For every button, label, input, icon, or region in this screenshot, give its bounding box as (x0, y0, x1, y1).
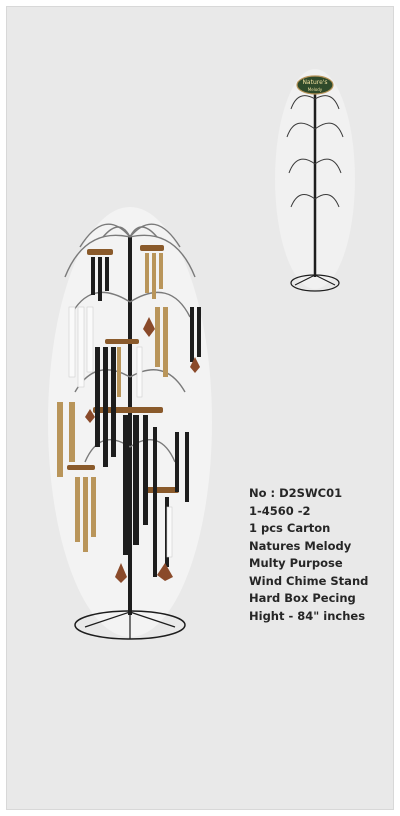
packing-type: Hard Box Pecing (249, 591, 356, 605)
empty-chime-stand-photo: Nature's Melody (275, 69, 355, 292)
loaded-chime-stand-photo (48, 207, 212, 640)
brand-name: Natures Melody (249, 538, 352, 553)
product-specs: No : D2SWC01 1-4560 -2 1 pcs Carton Natu… (249, 485, 399, 625)
product-purpose: Multy Purpose (249, 556, 343, 570)
product-height: Hight - 84" inches (249, 608, 366, 623)
carton-quantity: 1 pcs Carton (249, 521, 331, 535)
product-code: 1-4560 -2 (249, 503, 311, 518)
sign-brand-subtext: Melody (308, 87, 323, 92)
product-number: No : D2SWC01 (249, 486, 343, 500)
sign-brand-text: Nature's (302, 79, 327, 86)
product-name: Wind Chime Stand (249, 573, 369, 588)
product-card: Nature's Melody No : D2SWC01 1-4560 -2 1… (6, 6, 394, 810)
